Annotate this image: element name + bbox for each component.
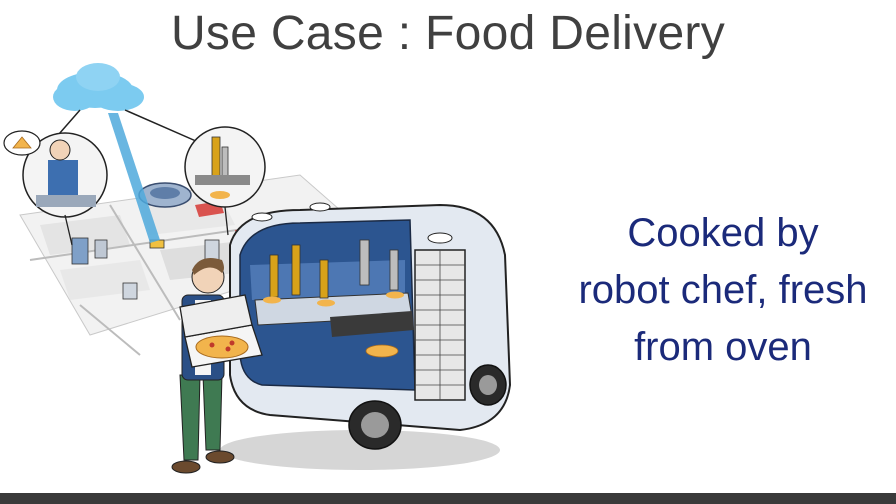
food-delivery-illustration	[3, 63, 512, 474]
customer-with-pizza	[171, 257, 263, 474]
pizza-icon	[3, 130, 41, 156]
customer-order-bubble	[22, 132, 108, 246]
cloud-icon	[53, 63, 144, 111]
slide-title: Use Case : Food Delivery	[170, 7, 726, 60]
bottom-bar	[0, 493, 896, 504]
caption-line-1: Cooked by	[627, 211, 819, 255]
caption-line-2: robot chef, fresh	[578, 268, 868, 312]
delivery-vehicle	[220, 202, 512, 470]
slide-caption: Cooked by robot chef, fresh from oven	[545, 205, 896, 376]
caption-line-3: from oven	[634, 325, 812, 369]
robot-chef-bubble	[184, 126, 266, 236]
